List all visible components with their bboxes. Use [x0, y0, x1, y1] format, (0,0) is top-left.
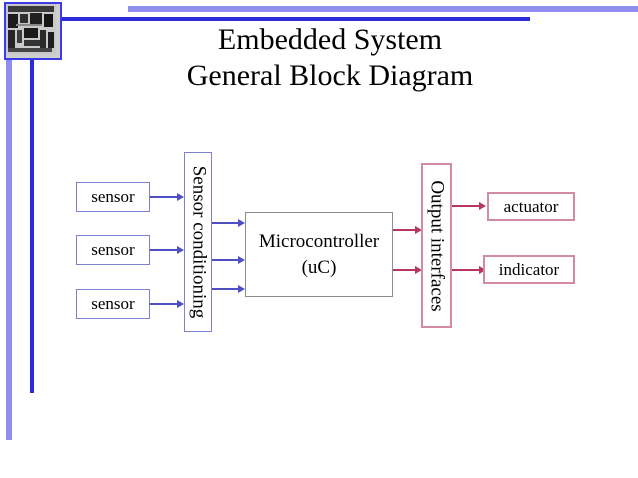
block-sensor-2-label: sensor: [91, 240, 135, 259]
block-microcontroller[interactable]: Microcontroller (uC): [245, 212, 393, 297]
connector-sensor-2-to-conditioning: [150, 249, 177, 251]
top-dark-rule: [42, 17, 530, 21]
arrowhead-sensor-2: [177, 246, 184, 254]
arrowhead-mcu-in-2: [238, 256, 245, 264]
block-sensor-3-label: sensor: [91, 294, 135, 313]
block-microcontroller-label-line-1: Microcontroller: [258, 230, 380, 252]
circuit-board-icon: [6, 4, 56, 54]
left-light-rule: [6, 6, 12, 440]
block-actuator-label: actuator: [503, 196, 559, 216]
connector-conditioning-to-mcu-3: [212, 288, 238, 290]
circuit-board-thumbnail: [4, 2, 62, 60]
block-output-interfaces[interactable]: Output interfaces: [421, 163, 452, 328]
arrowhead-output-in-2: [415, 266, 422, 274]
arrowhead-sensor-1: [177, 193, 184, 201]
connector-conditioning-to-mcu-1: [212, 222, 238, 224]
left-dark-rule: [30, 17, 34, 393]
block-sensor-1[interactable]: sensor: [76, 182, 150, 212]
arrowhead-sensor-3: [177, 300, 184, 308]
block-sensor-conditioning-label: Sensor conditioning: [188, 165, 209, 319]
title-line-1: Embedded System: [217, 23, 443, 56]
connector-sensor-1-to-conditioning: [150, 196, 177, 198]
arrowhead-mcu-in-1: [238, 219, 245, 227]
connector-conditioning-to-mcu-2: [212, 259, 238, 261]
title-line-2: General Block Diagram: [186, 59, 474, 92]
connector-sensor-3-to-conditioning: [150, 303, 177, 305]
block-output-interfaces-label: Output interfaces: [426, 179, 448, 312]
connector-output-to-actuator: [452, 205, 479, 207]
block-sensor-conditioning[interactable]: Sensor conditioning: [184, 152, 212, 332]
block-indicator[interactable]: indicator: [483, 255, 575, 284]
connector-mcu-to-output-2: [393, 269, 417, 271]
arrowhead-actuator: [479, 202, 486, 210]
block-actuator[interactable]: actuator: [487, 192, 575, 221]
arrowhead-output-in-1: [415, 226, 422, 234]
block-sensor-3[interactable]: sensor: [76, 289, 150, 319]
block-microcontroller-label-line-2: (uC): [301, 256, 337, 278]
connector-output-to-indicator: [452, 269, 479, 271]
block-indicator-label: indicator: [498, 259, 560, 279]
connector-mcu-to-output-1: [393, 229, 417, 231]
block-sensor-1-label: sensor: [91, 187, 135, 206]
arrowhead-indicator: [479, 266, 486, 274]
block-sensor-2[interactable]: sensor: [76, 235, 150, 265]
block-microcontroller-text: Microcontroller (uC): [259, 229, 379, 281]
top-light-rule: [128, 6, 638, 12]
arrowhead-mcu-in-3: [238, 285, 245, 293]
slide-title: Embedded System General Block Diagram: [60, 22, 600, 94]
